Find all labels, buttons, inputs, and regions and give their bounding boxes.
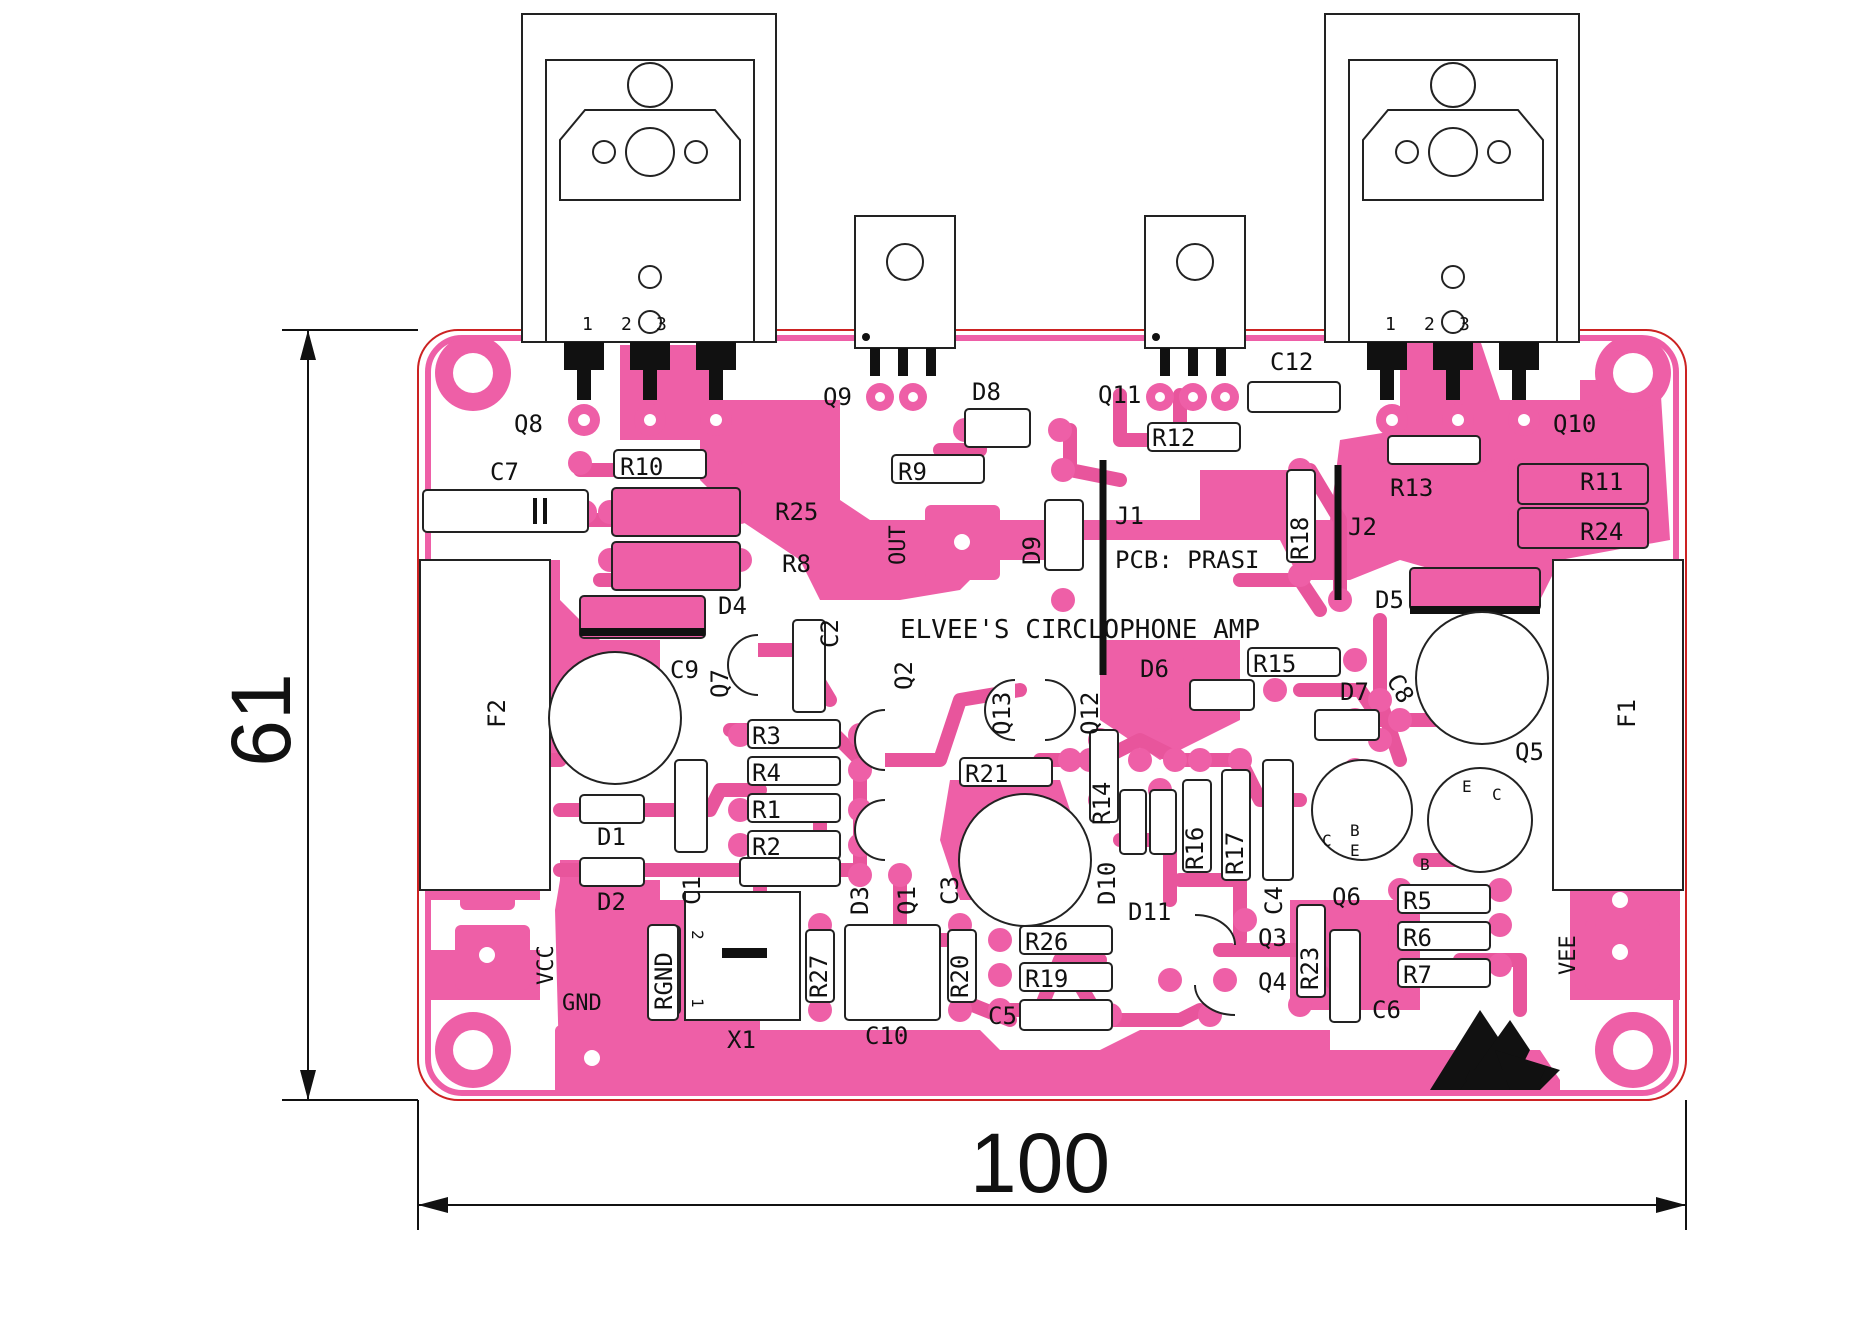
q8-pin-1: 1 bbox=[582, 314, 593, 335]
label-q6: Q6 bbox=[1332, 883, 1361, 911]
label-d6: D6 bbox=[1140, 655, 1169, 683]
label-c6: C6 bbox=[1372, 996, 1401, 1024]
q5-pin-e: E bbox=[1462, 777, 1472, 796]
q11-package bbox=[1144, 215, 1246, 376]
label-r21: R21 bbox=[965, 760, 1008, 788]
label-q10: Q10 bbox=[1553, 410, 1596, 438]
height-dimension bbox=[282, 329, 418, 1101]
vee-terminal-label: VEE bbox=[1556, 935, 1581, 975]
board-logo bbox=[1430, 1010, 1560, 1090]
label-r18: R18 bbox=[1286, 517, 1314, 560]
label-q1: Q1 bbox=[893, 886, 921, 915]
label-f2: F2 bbox=[483, 699, 511, 728]
q6-pin-c: C bbox=[1322, 831, 1332, 850]
board-title: ELVEE'S CIRCLOPHONE AMP bbox=[900, 615, 1260, 645]
label-r15: R15 bbox=[1253, 650, 1296, 678]
label-x1: X1 bbox=[727, 1026, 756, 1054]
label-d9: D9 bbox=[1018, 536, 1046, 565]
label-r10: R10 bbox=[620, 453, 663, 481]
label-d7: D7 bbox=[1340, 678, 1369, 706]
q10-package bbox=[1324, 13, 1580, 400]
q6-pin-e: E bbox=[1350, 841, 1360, 860]
label-r7: R7 bbox=[1403, 961, 1432, 989]
label-r4: R4 bbox=[752, 759, 781, 787]
width-dimension-value: 100 bbox=[970, 1116, 1110, 1210]
label-c2: C2 bbox=[816, 619, 844, 648]
q10-pin-2: 2 bbox=[1424, 314, 1435, 335]
label-r12: R12 bbox=[1152, 424, 1195, 452]
label-r16: R16 bbox=[1181, 827, 1209, 870]
label-q12: Q12 bbox=[1076, 692, 1104, 735]
label-d8: D8 bbox=[972, 378, 1001, 406]
q6-pin-b: B bbox=[1350, 821, 1360, 840]
label-rgnd: RGND bbox=[650, 952, 678, 1010]
label-q3: Q3 bbox=[1258, 924, 1287, 952]
label-r19: R19 bbox=[1025, 965, 1068, 993]
label-r6: R6 bbox=[1403, 924, 1432, 952]
label-d3: D3 bbox=[846, 886, 874, 915]
label-q13: Q13 bbox=[988, 692, 1016, 735]
label-d10: D10 bbox=[1093, 862, 1121, 905]
component-outlines bbox=[419, 381, 1684, 1031]
label-r25: R25 bbox=[775, 498, 818, 526]
height-dimension-value: 61 bbox=[214, 673, 308, 766]
gnd-terminal-label: GND bbox=[562, 991, 602, 1016]
label-r17: R17 bbox=[1221, 832, 1249, 875]
label-r26: R26 bbox=[1025, 928, 1068, 956]
q8-pin-2: 2 bbox=[621, 314, 632, 335]
label-d11: D11 bbox=[1128, 898, 1171, 926]
q10-pin-3: 3 bbox=[1459, 314, 1470, 335]
q8-pin-3: 3 bbox=[656, 314, 667, 335]
x1-pin-1: 1 bbox=[688, 998, 707, 1008]
label-c5: C5 bbox=[988, 1002, 1017, 1030]
label-c12: C12 bbox=[1270, 348, 1313, 376]
label-f1: F1 bbox=[1613, 699, 1641, 728]
label-c4: C4 bbox=[1260, 886, 1288, 915]
label-c7: C7 bbox=[490, 458, 519, 486]
label-q7: Q7 bbox=[706, 669, 734, 698]
label-q4: Q4 bbox=[1258, 968, 1287, 996]
label-r24: R24 bbox=[1580, 518, 1623, 546]
label-q9: Q9 bbox=[823, 383, 852, 411]
label-q5: Q5 bbox=[1515, 738, 1544, 766]
label-c9: C9 bbox=[670, 656, 699, 684]
label-r27: R27 bbox=[805, 955, 833, 998]
q10-pin-1: 1 bbox=[1385, 314, 1396, 335]
label-r11: R11 bbox=[1580, 468, 1623, 496]
label-c1: C1 bbox=[678, 876, 706, 905]
board-credit: PCB: PRASI bbox=[1115, 546, 1260, 574]
label-r1: R1 bbox=[752, 796, 781, 824]
label-r3: R3 bbox=[752, 722, 781, 750]
vcc-terminal-label: VCC bbox=[534, 945, 559, 985]
label-c10: C10 bbox=[865, 1022, 908, 1050]
q5-pin-c: C bbox=[1492, 785, 1502, 804]
label-r20: R20 bbox=[946, 955, 974, 998]
label-d5: D5 bbox=[1375, 586, 1404, 614]
label-q8: Q8 bbox=[514, 410, 543, 438]
q9-package bbox=[854, 215, 956, 376]
label-d2: D2 bbox=[597, 888, 626, 916]
out-terminal-label: OUT bbox=[886, 525, 911, 565]
label-r13: R13 bbox=[1390, 474, 1433, 502]
q5-pin-b: B bbox=[1420, 855, 1430, 874]
label-q2: Q2 bbox=[890, 661, 918, 690]
label-r23: R23 bbox=[1296, 947, 1324, 990]
label-d4: D4 bbox=[718, 592, 747, 620]
width-dimension bbox=[417, 1100, 1687, 1230]
label-r9: R9 bbox=[898, 458, 927, 486]
label-j2: J2 bbox=[1348, 513, 1377, 541]
label-d1: D1 bbox=[597, 823, 626, 851]
label-r5: R5 bbox=[1403, 887, 1432, 915]
label-r14: R14 bbox=[1088, 782, 1116, 825]
x1-pin-2: 2 bbox=[688, 930, 707, 940]
label-q11: Q11 bbox=[1098, 381, 1141, 409]
q8-package bbox=[521, 13, 777, 400]
label-j1: J1 bbox=[1115, 502, 1144, 530]
label-r8: R8 bbox=[782, 550, 811, 578]
label-c3: C3 bbox=[936, 876, 964, 905]
label-r2: R2 bbox=[752, 833, 781, 861]
